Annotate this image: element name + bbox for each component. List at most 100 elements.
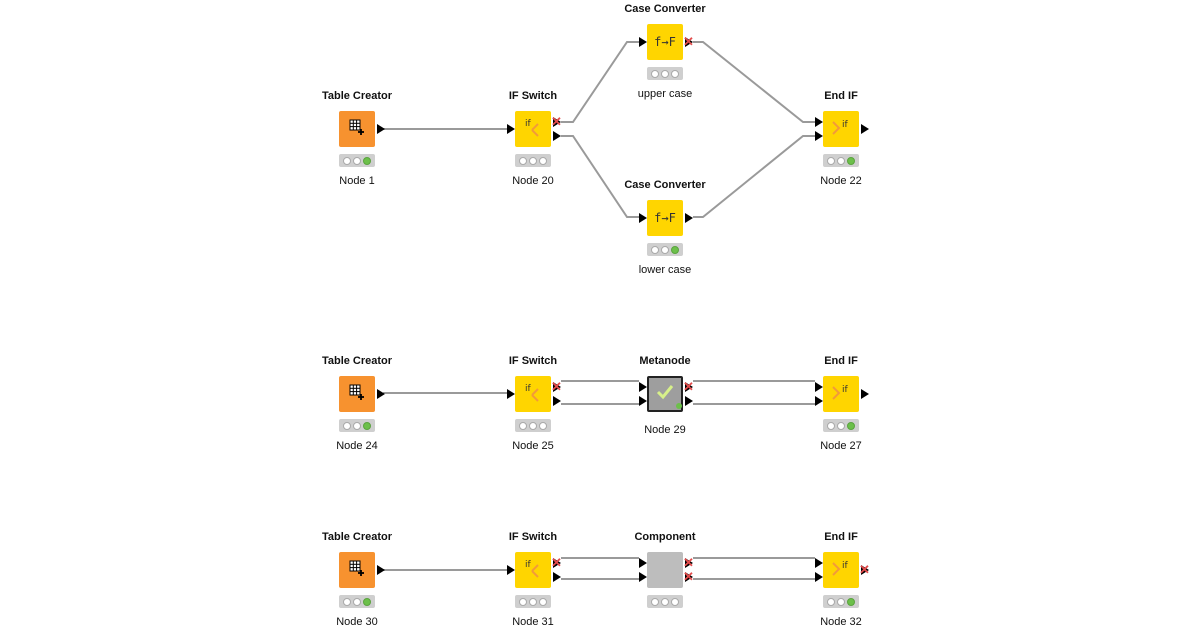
- status-empty-dot: [661, 245, 669, 254]
- input-port[interactable]: [639, 558, 647, 568]
- output-port[interactable]: [377, 124, 385, 134]
- row3-table-creator-node[interactable]: [339, 552, 385, 588]
- row3-if-switch-node[interactable]: if✕: [507, 552, 562, 588]
- output-port[interactable]: [377, 565, 385, 575]
- input-port[interactable]: [815, 131, 823, 141]
- input-port[interactable]: [639, 37, 647, 47]
- node-title: Table Creator: [321, 355, 393, 367]
- output-port[interactable]: [861, 124, 869, 134]
- node-body[interactable]: if: [823, 552, 859, 588]
- output-port[interactable]: [553, 131, 561, 141]
- status-green-dot: [363, 597, 371, 606]
- row1-if-switch-node[interactable]: if✕: [507, 111, 562, 147]
- node-body[interactable]: [339, 552, 375, 588]
- row1-end-if-node[interactable]: if: [815, 111, 869, 147]
- node-title: End IF: [824, 531, 858, 543]
- input-port[interactable]: [815, 396, 823, 406]
- output-port[interactable]: [685, 37, 693, 47]
- status-dot: [676, 403, 682, 409]
- output-port[interactable]: [553, 117, 561, 127]
- node-body[interactable]: if: [515, 552, 551, 588]
- input-port[interactable]: [815, 558, 823, 568]
- node-body[interactable]: [647, 376, 683, 412]
- output-port[interactable]: [553, 572, 561, 582]
- node-label: Node 27: [820, 440, 862, 452]
- status-traffic-light: [647, 243, 683, 256]
- row1-case-upper-node[interactable]: f→F✕: [639, 24, 694, 60]
- status-empty-dot: [529, 156, 537, 165]
- input-port[interactable]: [507, 389, 515, 399]
- output-port[interactable]: [377, 389, 385, 399]
- status-empty-dot: [539, 156, 547, 165]
- input-port[interactable]: [639, 396, 647, 406]
- output-port[interactable]: [553, 382, 561, 392]
- node-body[interactable]: if: [823, 376, 859, 412]
- status-traffic-light: [515, 595, 551, 608]
- row3-component-node[interactable]: ✕✕: [639, 552, 694, 588]
- row2-end-if-node[interactable]: if: [815, 376, 869, 412]
- input-port[interactable]: [507, 565, 515, 575]
- node-title: IF Switch: [508, 531, 558, 543]
- output-port[interactable]: [685, 558, 693, 568]
- connection-line[interactable]: [561, 135, 639, 218]
- status-traffic-light: [515, 419, 551, 432]
- row3-end-if-node[interactable]: if✕: [815, 552, 870, 588]
- svg-text:if: if: [842, 385, 849, 395]
- node-body[interactable]: [339, 376, 375, 412]
- row1-case-lower-node[interactable]: f→F: [639, 200, 693, 236]
- status-traffic-light: [339, 595, 375, 608]
- status-empty-dot: [539, 421, 547, 430]
- output-port[interactable]: [553, 396, 561, 406]
- status-green-dot: [847, 597, 855, 606]
- table-plus-icon: [348, 383, 366, 406]
- output-port[interactable]: [685, 396, 693, 406]
- row2-metanode-node[interactable]: ✕: [639, 376, 694, 412]
- node-body[interactable]: f→F: [647, 200, 683, 236]
- node-title: Table Creator: [321, 90, 393, 102]
- output-port[interactable]: [685, 213, 693, 223]
- node-body[interactable]: if: [823, 111, 859, 147]
- connection-line[interactable]: [693, 135, 815, 218]
- connection-line[interactable]: [561, 41, 639, 123]
- input-port[interactable]: [815, 117, 823, 127]
- status-green-dot: [363, 156, 371, 165]
- svg-text:if: if: [842, 120, 849, 130]
- status-empty-dot: [661, 597, 669, 606]
- input-port[interactable]: [815, 572, 823, 582]
- input-port[interactable]: [815, 382, 823, 392]
- output-port[interactable]: [861, 389, 869, 399]
- input-port[interactable]: [639, 213, 647, 223]
- status-green-dot: [363, 421, 371, 430]
- node-label: Node 25: [512, 440, 554, 452]
- input-port[interactable]: [639, 382, 647, 392]
- node-label: Node 30: [336, 616, 378, 628]
- status-empty-dot: [661, 69, 669, 78]
- row2-if-switch-node[interactable]: if✕: [507, 376, 562, 412]
- output-port[interactable]: [685, 382, 693, 392]
- input-port[interactable]: [639, 572, 647, 582]
- status-empty-dot: [353, 156, 361, 165]
- connection-line[interactable]: [693, 41, 815, 123]
- node-body[interactable]: if: [515, 376, 551, 412]
- status-empty-dot: [827, 597, 835, 606]
- status-traffic-light: [823, 154, 859, 167]
- node-body[interactable]: [339, 111, 375, 147]
- case-convert-icon: f→F: [654, 35, 676, 49]
- node-label: Node 1: [339, 175, 375, 187]
- node-title: Case Converter: [624, 179, 706, 191]
- node-body[interactable]: f→F: [647, 24, 683, 60]
- node-title: IF Switch: [508, 90, 558, 102]
- status-empty-dot: [827, 421, 835, 430]
- node-body[interactable]: if: [515, 111, 551, 147]
- status-traffic-light: [823, 595, 859, 608]
- node-title: Metanode: [639, 355, 691, 367]
- row2-table-creator-node[interactable]: [339, 376, 385, 412]
- output-port[interactable]: [685, 572, 693, 582]
- status-empty-dot: [837, 597, 845, 606]
- output-port[interactable]: [553, 558, 561, 568]
- row1-table-creator-node[interactable]: [339, 111, 385, 147]
- input-port[interactable]: [507, 124, 515, 134]
- node-title: Table Creator: [321, 531, 393, 543]
- output-port[interactable]: [861, 565, 869, 575]
- node-body[interactable]: [647, 552, 683, 588]
